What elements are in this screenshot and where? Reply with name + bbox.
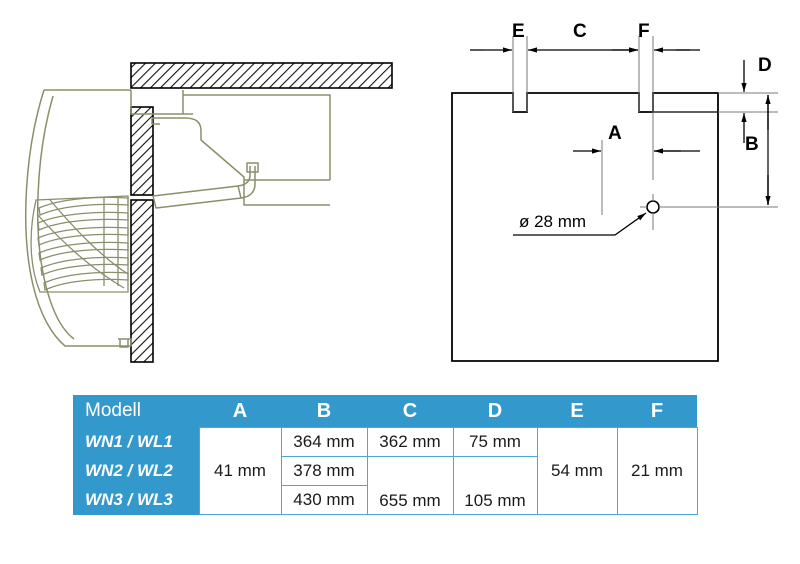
- cell-c-wn3: 655 mm: [366, 456, 454, 515]
- dimension-label-d: D: [758, 55, 772, 76]
- cell-b-wn1: 364 mm: [280, 427, 368, 457]
- ceiling-slab: [130, 62, 393, 89]
- extension-lines: [512, 36, 778, 215]
- wall-upper-section: [130, 106, 154, 196]
- column-header-f: F: [617, 395, 697, 428]
- table-row: WN1 / WL1 41 mm 364 mm 362 mm 75 mm 54 m…: [73, 427, 698, 515]
- dimension-label-a: A: [608, 123, 622, 144]
- specification-table: Modell A B C D E F WN1 / WL1 41 mm 364 m…: [73, 395, 698, 515]
- cell-b-wn2: 378 mm: [280, 456, 368, 486]
- appliance-outline: [25, 89, 331, 348]
- table-row: WN3 / WL3 430 mm: [73, 485, 697, 515]
- cell-model-wn3: WN3 / WL3: [73, 485, 199, 515]
- dimension-label-f: F: [638, 21, 650, 42]
- column-header-c: C: [367, 395, 453, 428]
- cell-b-wn3: 430 mm: [280, 485, 368, 515]
- cell-f-shared: 21 mm: [616, 427, 698, 515]
- hole-leader-line: [513, 212, 647, 236]
- cell-a-shared: 41 mm: [198, 427, 282, 515]
- cell-model-wn2: WN2 / WL2: [73, 456, 199, 486]
- dimension-label-c: C: [573, 21, 587, 42]
- dimension-label-b: B: [745, 134, 759, 155]
- louvre-grille: [30, 195, 129, 293]
- column-header-d: D: [453, 395, 537, 428]
- mounting-hole: [640, 194, 760, 230]
- table-row: WN2 / WL2 378 mm 655 mm 105 mm: [73, 456, 697, 515]
- cell-c-wn1: 362 mm: [366, 427, 454, 457]
- cell-d-wn1: 75 mm: [452, 427, 538, 457]
- column-header-a: A: [199, 395, 281, 428]
- column-header-e: E: [537, 395, 617, 428]
- cell-model-wn1: WN1 / WL1: [73, 427, 199, 457]
- cell-e-shared: 54 mm: [536, 427, 618, 515]
- wall-lower-section: [130, 199, 154, 363]
- dimension-label-e: E: [512, 21, 525, 42]
- cell-d-wn3: 105 mm: [452, 456, 538, 515]
- column-header-b: B: [281, 395, 367, 428]
- hole-diameter-label: ø 28 mm: [519, 212, 587, 231]
- table-header-row: Modell A B C D E F: [73, 395, 697, 428]
- column-header-modell: Modell: [73, 395, 199, 428]
